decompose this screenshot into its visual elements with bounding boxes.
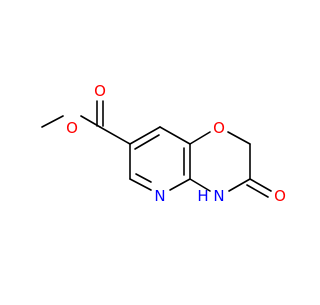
- bond-c7-c8: [129, 126, 161, 145]
- bond-c8a-o1: [189, 131, 211, 145]
- atom-label-nh-h: H: [197, 187, 208, 205]
- atom-label-ester-o: O: [66, 119, 78, 137]
- bond-c4a-n5: [169, 178, 191, 191]
- bond-c8-c8a: [159, 126, 191, 145]
- atom-label-nh-n: N: [213, 187, 224, 205]
- bond-n4-c4a: [189, 178, 211, 192]
- molecule-structure: O O O O N N H: [41, 82, 286, 205]
- atom-label-group: O O O O N N H: [66, 82, 286, 205]
- atom-label-ring-o: O: [213, 119, 225, 137]
- bond-c3-n4: [228, 178, 251, 192]
- bond-carbonyl-ring: [99, 126, 131, 145]
- atom-label-ester-carbonyl-o: O: [94, 82, 106, 100]
- bond-lactam-co-1: [249, 178, 272, 192]
- atom-label-lactam-o: O: [274, 187, 286, 205]
- bond-n5-c6-inner: [135, 173, 152, 183]
- bond-lactam-co-2: [246, 184, 269, 198]
- atom-label-ring-n: N: [154, 187, 165, 205]
- bond-c7-c8-inner: [134, 134, 160, 150]
- bond-group: [41, 100, 272, 198]
- bond-n5-c6: [129, 178, 152, 191]
- structure-canvas: O O O O N N H: [41, 82, 286, 205]
- bond-methyl-o: [41, 115, 64, 128]
- bond-o1-c2: [227, 131, 251, 145]
